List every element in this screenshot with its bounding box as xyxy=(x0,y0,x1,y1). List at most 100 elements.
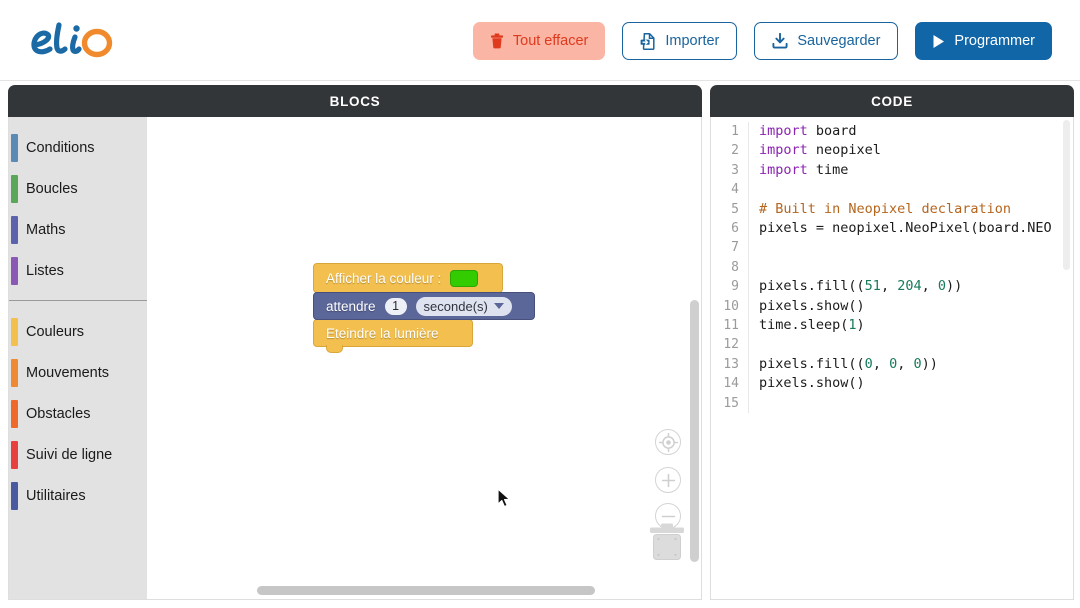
import-button[interactable]: Importer xyxy=(622,22,738,60)
category-label: Obstacles xyxy=(26,405,91,422)
block-label: Eteindre la lumière xyxy=(326,325,439,341)
chevron-down-icon xyxy=(493,303,504,309)
code-token: pixels.fill(( xyxy=(759,355,865,372)
cursor-arrow-icon xyxy=(497,488,511,508)
code-line xyxy=(759,180,1073,199)
elio-logo[interactable] xyxy=(26,16,146,66)
wait-duration-input[interactable]: 1 xyxy=(384,297,407,315)
category-color-mouvements xyxy=(11,359,18,387)
block-label: attendre xyxy=(326,298,376,314)
category-color-maths xyxy=(11,216,18,244)
category-color-boucles xyxy=(11,175,18,203)
zoom-in-button[interactable] xyxy=(655,467,681,493)
category-item-suivi-de-ligne[interactable]: Suivi de ligne xyxy=(9,434,147,475)
code-line: pixels = neopixel.NeoPixel(board.NEO xyxy=(759,219,1073,238)
canvas-vertical-scrollbar[interactable] xyxy=(690,300,699,562)
code-token: 0 xyxy=(889,355,898,372)
category-item-obstacles[interactable]: Obstacles xyxy=(9,393,147,434)
category-label: Maths xyxy=(26,221,66,238)
code-line: import time xyxy=(759,161,1073,180)
code-line: pixels.fill((0, 0, 0)) xyxy=(759,355,1073,374)
category-item-couleurs[interactable]: Couleurs xyxy=(9,311,147,352)
category-separator xyxy=(9,300,147,301)
program-label: Programmer xyxy=(954,33,1035,49)
block-attendre[interactable]: attendre 1 seconde(s) xyxy=(313,292,535,320)
clear-all-button[interactable]: Tout effacer xyxy=(472,22,606,60)
category-item-listes[interactable]: Listes xyxy=(9,250,147,291)
plus-icon xyxy=(661,473,675,487)
code-line-number: 5 xyxy=(731,201,739,217)
category-label: Couleurs xyxy=(26,323,85,340)
canvas-horizontal-scrollbar[interactable] xyxy=(257,586,595,595)
center-workspace-button[interactable] xyxy=(655,429,681,455)
code-token: )) xyxy=(946,278,963,295)
block-afficher-la-couleur[interactable]: Afficher la couleur : xyxy=(313,263,503,293)
code-token: 0 xyxy=(937,278,946,295)
category-color-conditions xyxy=(11,134,18,162)
category-label: Conditions xyxy=(26,139,95,156)
colour-swatch-field[interactable] xyxy=(450,269,479,287)
code-token: , xyxy=(872,355,890,372)
category-color-utilitaires xyxy=(11,482,18,510)
blocks-panel: BLOCS Conditions Boucles Maths xyxy=(8,85,702,600)
code-line-number: 1 xyxy=(731,124,739,139)
code-line-number: 6 xyxy=(731,221,739,237)
category-label: Boucles xyxy=(26,180,78,197)
code-token: pixels.fill(( xyxy=(759,278,865,295)
code-token: , xyxy=(921,278,938,295)
category-item-utilitaires[interactable]: Utilitaires xyxy=(9,475,147,516)
elio-logo-dot xyxy=(73,25,80,32)
category-item-maths[interactable]: Maths xyxy=(9,209,147,250)
delete-blocks-trash[interactable] xyxy=(649,522,685,567)
code-line-number: 9 xyxy=(731,279,739,295)
code-line xyxy=(759,335,1073,354)
wait-unit-label: seconde(s) xyxy=(423,298,488,314)
file-import-icon xyxy=(640,32,655,50)
category-item-mouvements[interactable]: Mouvements xyxy=(9,352,147,393)
category-color-listes xyxy=(11,257,18,285)
block-eteindre-la-lumiere[interactable]: Eteindre la lumière xyxy=(313,319,473,353)
code-vertical-scrollbar[interactable] xyxy=(1063,120,1070,270)
code-token: 0 xyxy=(864,355,873,372)
save-button[interactable]: Sauvegarder xyxy=(754,22,899,60)
program-button[interactable]: Programmer xyxy=(915,22,1052,60)
code-line-number: 7 xyxy=(731,240,739,256)
blocks-panel-title: BLOCS xyxy=(8,85,702,117)
category-item-conditions[interactable]: Conditions xyxy=(9,127,147,168)
code-token: neopixel xyxy=(807,142,881,159)
toolbar-actions: Tout effacer Importer Sauvegarder xyxy=(472,22,1052,60)
category-label: Listes xyxy=(26,262,64,279)
code-token: pixels.show() xyxy=(759,297,865,314)
block-canvas[interactable]: Afficher la couleur : attendre 1 seconde… xyxy=(147,117,701,599)
code-token: 204 xyxy=(897,278,922,295)
code-line-number: 10 xyxy=(723,298,739,314)
code-token: time.sleep( xyxy=(759,317,849,334)
save-label: Sauvegarder xyxy=(797,33,881,49)
trash-icon xyxy=(650,523,684,560)
category-color-obstacles xyxy=(11,400,18,428)
download-icon xyxy=(772,33,788,49)
code-line-number: 2 xyxy=(731,143,739,159)
block-stack: Afficher la couleur : attendre 1 seconde… xyxy=(313,263,535,353)
elio-logo-icon xyxy=(31,22,113,58)
code-line: import board xyxy=(759,122,1073,141)
minus-icon xyxy=(661,515,675,517)
category-label: Mouvements xyxy=(26,364,110,381)
code-token: board xyxy=(807,123,857,139)
code-token: # Built in Neopixel declaration xyxy=(759,200,1011,217)
wait-unit-dropdown[interactable]: seconde(s) xyxy=(415,296,512,316)
category-color-suivi-de-ligne xyxy=(11,441,18,469)
code-token: ) xyxy=(856,317,865,334)
code-token: 0 xyxy=(913,355,922,372)
code-line-number: 13 xyxy=(723,356,739,372)
code-line: pixels.show() xyxy=(759,374,1073,393)
play-icon xyxy=(933,34,945,48)
category-item-boucles[interactable]: Boucles xyxy=(9,168,147,209)
code-line: pixels.show() xyxy=(759,297,1073,316)
